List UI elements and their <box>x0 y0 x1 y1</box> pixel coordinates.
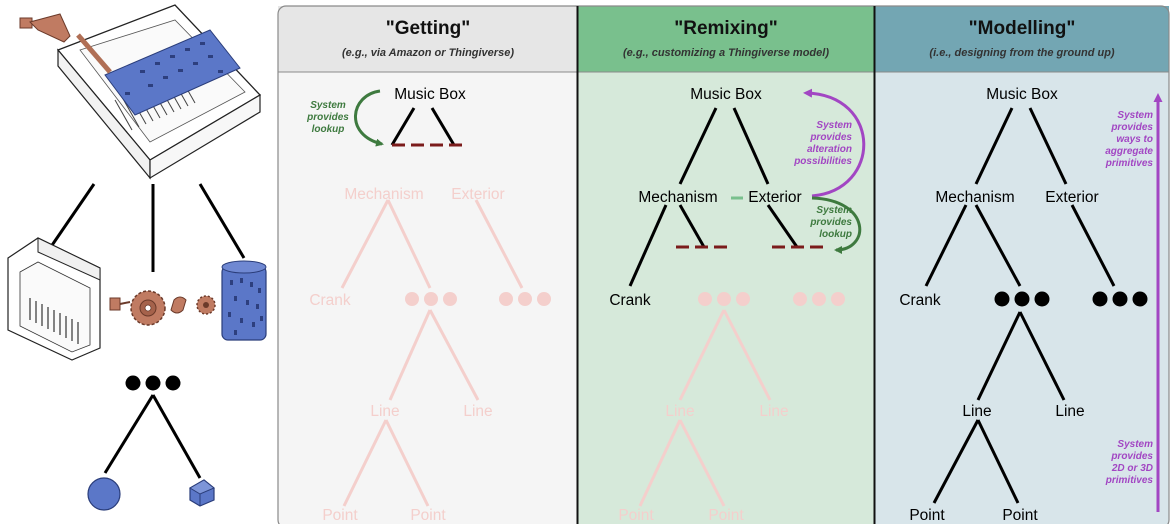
node-crank: Crank <box>899 292 941 309</box>
node-point: Point <box>410 507 446 524</box>
node-point: Point <box>618 507 654 524</box>
lookup-note: System provides lookup <box>306 100 349 135</box>
remixing-tree: Music Box Mechanism Exterior Crank Line … <box>609 86 866 524</box>
svg-text:aggregate: aggregate <box>1105 146 1153 157</box>
node-exterior: Exterior <box>451 186 504 203</box>
svg-text:possibilities: possibilities <box>793 156 852 167</box>
node-point: Point <box>909 507 945 524</box>
getting-header <box>278 6 577 72</box>
remixing-panel <box>578 6 874 524</box>
lookup-arrow <box>811 196 862 254</box>
box-primitive-image <box>189 479 215 507</box>
node-line: Line <box>463 403 492 420</box>
ellipsis-dots <box>125 375 181 391</box>
getting-panel <box>278 6 577 524</box>
node-music-box: Music Box <box>690 86 762 103</box>
svg-text:2D or 3D: 2D or 3D <box>1111 463 1153 474</box>
faded-dots <box>698 292 845 306</box>
node-music-box: Music Box <box>986 86 1058 103</box>
primitives-note: System provides 2D or 3D primitives <box>1105 439 1154 486</box>
node-point: Point <box>322 507 358 524</box>
svg-text:System: System <box>310 100 346 111</box>
part-connector <box>44 183 96 255</box>
svg-text:alteration: alteration <box>807 144 852 155</box>
cylinder-image <box>221 260 267 341</box>
ellipsis-dots <box>994 291 1148 307</box>
getting-tree: Music Box Mechanism Exterior Crank Line … <box>306 86 551 524</box>
part-connector <box>198 183 246 259</box>
aggregate-note: System provides ways to aggregate primit… <box>1105 110 1154 169</box>
node-mechanism: Mechanism <box>344 186 423 203</box>
faded-dots <box>405 292 551 306</box>
svg-text:provides: provides <box>1110 451 1153 462</box>
node-line: Line <box>370 403 399 420</box>
svg-text:provides: provides <box>306 112 349 123</box>
crank-parts-image <box>109 290 216 326</box>
circle-primitive-image <box>87 477 121 511</box>
remixing-header <box>578 6 874 72</box>
node-music-box: Music Box <box>394 86 466 103</box>
node-mechanism: Mechanism <box>638 189 717 206</box>
svg-text:primitives: primitives <box>1105 158 1154 169</box>
node-crank: Crank <box>609 292 651 309</box>
part-connector <box>103 394 155 474</box>
modelling-tree: Music Box Mechanism Exterior Crank Line … <box>899 86 1163 524</box>
svg-text:provides: provides <box>1110 122 1153 133</box>
node-exterior: Exterior <box>1045 189 1098 206</box>
node-point: Point <box>708 507 744 524</box>
svg-text:lookup: lookup <box>312 124 345 135</box>
getting-title: "Getting" <box>386 18 471 39</box>
svg-text:System: System <box>816 205 852 216</box>
modelling-subtitle: (i.e., designing from the ground up) <box>929 47 1114 59</box>
node-line: Line <box>1055 403 1084 420</box>
lookup-arrow <box>354 89 384 147</box>
alteration-note: System provides alteration possibilities <box>793 120 852 167</box>
getting-subtitle: (e.g., via Amazon or Thingiverse) <box>342 47 514 59</box>
svg-text:primitives: primitives <box>1105 475 1154 486</box>
assembled-music-box-image <box>19 4 262 180</box>
svg-text:System: System <box>1117 439 1153 450</box>
svg-text:lookup: lookup <box>819 229 852 240</box>
svg-text:provides: provides <box>809 132 852 143</box>
node-line: Line <box>759 403 788 420</box>
node-exterior: Exterior <box>748 189 801 206</box>
part-connector <box>151 394 202 479</box>
modelling-title: "Modelling" <box>969 18 1076 39</box>
exterior-housing-image <box>7 237 101 361</box>
modelling-panel <box>875 6 1169 524</box>
svg-text:System: System <box>1117 110 1153 121</box>
panels-border <box>277 5 1170 524</box>
node-point: Point <box>1002 507 1038 524</box>
svg-text:ways to: ways to <box>1116 134 1153 145</box>
lookup-note: System provides lookup <box>809 205 852 240</box>
node-line: Line <box>665 403 694 420</box>
modelling-header <box>875 6 1169 72</box>
node-mechanism: Mechanism <box>935 189 1014 206</box>
alteration-arrow <box>803 88 866 198</box>
music-box-illustration <box>7 4 267 511</box>
svg-text:System: System <box>816 120 852 131</box>
svg-text:provides: provides <box>809 217 852 228</box>
remixing-title: "Remixing" <box>674 18 778 39</box>
remixing-subtitle: (e.g., customizing a Thingiverse model) <box>623 47 829 59</box>
node-line: Line <box>962 403 991 420</box>
node-crank: Crank <box>309 292 351 309</box>
